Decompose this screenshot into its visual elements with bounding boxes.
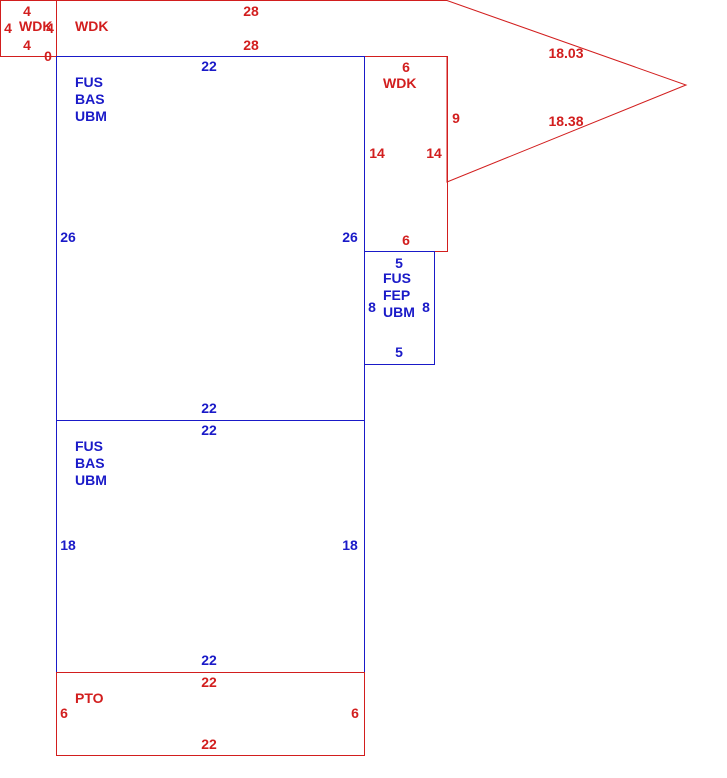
area-wdk-right-dim-top: 6 [402, 59, 410, 75]
area-fep-outline [364, 251, 435, 365]
area-pto-dim-left: 6 [60, 705, 68, 721]
area-fep-label-line-3: UBM [383, 304, 415, 320]
area-bas-lower-label-line-2: BAS [75, 455, 105, 471]
area-fep-dim-right: 8 [422, 299, 430, 315]
area-bas-lower-dim-left: 18 [60, 537, 76, 553]
area-wdk-right-dim-diag-lower: 18.38 [548, 113, 583, 129]
area-wdk-top-dim-top: 28 [243, 3, 259, 19]
area-wdk-right-dim-right: 14 [426, 145, 442, 161]
area-wdk-top-label: WDK [75, 18, 108, 34]
area-wdk-right-dim-right-edge: 9 [452, 110, 460, 126]
area-bas-lower-dim-bottom: 22 [201, 652, 217, 668]
area-wdk-small-dim-bottom: 4 [23, 37, 31, 53]
area-wdk-right-dim-diag-upper: 18.03 [548, 45, 583, 61]
area-bas-upper[interactable]: 22 FUS BAS UBM 26 26 22 [56, 56, 365, 421]
area-bas-lower-dim-right: 18 [342, 537, 358, 553]
area-wdk-right-label: WDK [383, 75, 416, 91]
area-bas-upper-label-line-1: FUS [75, 74, 103, 90]
area-fep-dim-left: 8 [368, 299, 376, 315]
area-bas-upper-dim-left: 26 [60, 229, 76, 245]
area-pto-dim-right: 6 [351, 705, 359, 721]
area-wdk-small-label: WDK [19, 18, 52, 34]
area-pto-outline [56, 672, 365, 756]
area-wdk-right[interactable]: 6 WDK 9 14 14 6 18.03 18.38 [364, 45, 584, 252]
area-bas-lower-label-line-3: UBM [75, 472, 107, 488]
area-bas-lower-dim-top: 22 [201, 422, 217, 438]
area-wdk-top-dim-corner: 0 [44, 48, 52, 64]
area-wdk-small-dim-top: 4 [23, 3, 31, 19]
area-wdk-right-dim-bottom: 6 [402, 232, 410, 248]
area-wdk-top[interactable]: 28 WDK 28 0 [44, 0, 688, 183]
area-pto-dim-bottom: 22 [201, 736, 217, 752]
area-pto-label: PTO [75, 690, 104, 706]
area-bas-upper-dim-top: 22 [201, 58, 217, 74]
area-pto[interactable]: 22 PTO 6 6 22 [56, 672, 365, 756]
area-bas-lower[interactable]: 22 FUS BAS UBM 18 18 22 [56, 420, 365, 673]
area-bas-upper-dim-right: 26 [342, 229, 358, 245]
area-bas-lower-label-line-1: FUS [75, 438, 103, 454]
area-fep[interactable]: 5 FUS FEP UBM 8 8 5 [364, 251, 435, 365]
area-pto-dim-top: 22 [201, 674, 217, 690]
area-wdk-right-dim-left: 14 [369, 145, 385, 161]
area-wdk-small-dim-right: 4 [46, 20, 54, 36]
area-wdk-small[interactable]: 4 4 WDK 4 4 [0, 0, 57, 57]
area-bas-upper-label-line-3: UBM [75, 108, 107, 124]
area-fep-label-line-1: FUS [383, 270, 411, 286]
area-wdk-top-dim-bottom: 28 [243, 37, 259, 53]
area-bas-upper-label-line-2: BAS [75, 91, 105, 107]
area-wdk-small-dim-left: 4 [4, 20, 12, 36]
area-fep-dim-bottom: 5 [395, 344, 403, 360]
area-fep-label-line-2: FEP [383, 287, 410, 303]
area-bas-upper-dim-bottom: 22 [201, 400, 217, 416]
area-fep-dim-top: 5 [395, 255, 403, 271]
